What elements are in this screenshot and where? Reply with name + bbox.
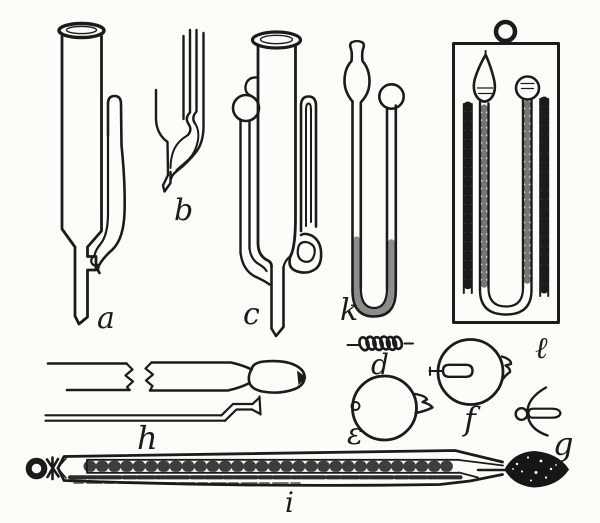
u-bend-outer [351, 288, 398, 318]
tube-body [60, 34, 103, 326]
apparatus-l: ℓ [452, 19, 560, 366]
right-bulb [377, 83, 405, 111]
side-opening [350, 401, 361, 411]
u-bend-outer [478, 288, 533, 316]
apparatus-g: g [514, 386, 573, 463]
stem-line [428, 366, 444, 376]
label-g: g [553, 425, 573, 463]
bulb-mouth [350, 39, 364, 44]
float-capsule [527, 407, 562, 419]
float-ring [514, 407, 529, 422]
apparatus-h: h [44, 359, 307, 457]
teardrop-bulb [472, 54, 497, 103]
tube-rim-inner [259, 34, 294, 45]
knot [45, 456, 60, 481]
bulb [436, 338, 505, 406]
guide-arc [526, 386, 549, 437]
side-capillary-outer [96, 94, 126, 275]
stem [270, 264, 285, 338]
tube-rim [250, 30, 303, 50]
side-hook [244, 76, 260, 97]
apparatus-k: k [340, 39, 405, 328]
end-ring [25, 457, 48, 480]
beak-spout [414, 392, 434, 415]
capillary-mouth [90, 254, 99, 267]
apparatus-f: f [428, 338, 513, 438]
bulb-tip [297, 370, 307, 385]
label-b: b [174, 193, 193, 228]
tube-rim [57, 21, 106, 40]
apparatus-e: ε [347, 374, 434, 452]
envelope-bottom [56, 466, 504, 487]
float-capsule [441, 363, 474, 378]
mounting-board [452, 42, 560, 324]
label-d: d [371, 348, 389, 381]
hanging-ring [493, 19, 518, 44]
envelope-top [56, 449, 504, 470]
black-bulb [504, 450, 570, 488]
round-bulb [514, 75, 541, 101]
beak-spout [500, 355, 513, 381]
end-bulb [247, 359, 306, 394]
inner-capillary [299, 95, 318, 233]
label-l: ℓ [535, 331, 548, 366]
label-k: k [340, 293, 358, 328]
funnel-wall [154, 88, 170, 177]
left-wall [256, 45, 273, 268]
apparatus-i: i [25, 449, 570, 519]
tube-rim-inner [65, 25, 98, 35]
u-bend-inner [487, 286, 525, 308]
side-capillary-inner [93, 133, 110, 257]
label-f: f [462, 400, 481, 438]
label-c: c [243, 297, 260, 332]
break-jag-left [124, 362, 135, 392]
break-jag-right [144, 361, 155, 392]
apparatus-d: d [346, 335, 414, 381]
apparatus-a: a [57, 21, 126, 336]
right-wall [289, 45, 297, 258]
bulb-speckles [512, 456, 557, 482]
u-bend-inner [359, 286, 389, 310]
label-i: i [285, 486, 294, 519]
left-bulb [343, 41, 354, 103]
label-e: ε [347, 417, 363, 452]
liquid-stipple [353, 236, 395, 316]
drip-tip [161, 170, 172, 193]
label-h: h [137, 419, 158, 457]
trap-loop [288, 232, 323, 274]
outer-wall [169, 31, 205, 181]
apparatus-b: b [154, 28, 205, 228]
flared-tip [250, 395, 262, 416]
apparatus-c: c [231, 30, 323, 338]
side-bulb [231, 93, 261, 123]
label-a: a [97, 301, 115, 336]
